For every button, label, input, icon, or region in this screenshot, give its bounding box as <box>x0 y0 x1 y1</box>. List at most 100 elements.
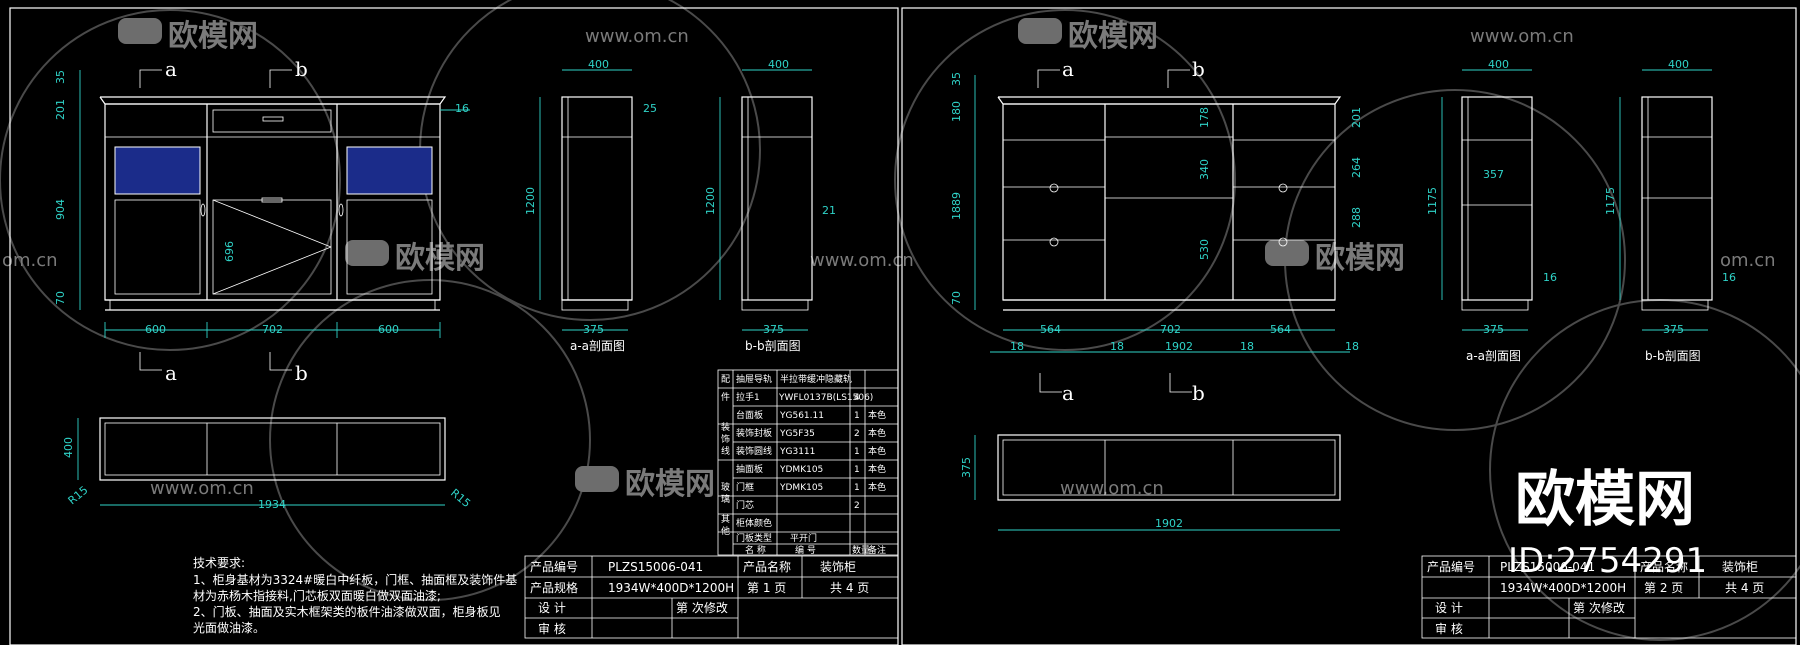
svg-text:拉手1: 拉手1 <box>736 391 760 403</box>
svg-text:璃: 璃 <box>721 493 730 505</box>
svg-text:b: b <box>295 57 308 81</box>
svg-text:PLZS15006-041: PLZS15006-041 <box>608 560 703 574</box>
svg-text:201: 201 <box>54 99 67 120</box>
svg-text:饰: 饰 <box>721 433 730 445</box>
svg-text:1934W*400D*1200H: 1934W*400D*1200H <box>608 581 734 595</box>
brand-id: ID:2754291 <box>1508 541 1707 581</box>
svg-text:门框: 门框 <box>736 481 754 493</box>
svg-text:共 4 页: 共 4 页 <box>830 581 869 595</box>
svg-text:件: 件 <box>721 391 730 403</box>
watermark-url: om.cn <box>2 250 58 271</box>
sheet1-tech-notes: 技术要求: 1、柜身基材为3324#暖白中纤板，门框、抽面框及装饰件基 材为赤杨… <box>193 556 517 635</box>
watermark-url: www.om.cn <box>1470 26 1574 47</box>
svg-text:1200: 1200 <box>524 187 537 215</box>
svg-text:装饰封板: 装饰封板 <box>736 427 772 439</box>
svg-text:线: 线 <box>721 445 730 457</box>
svg-text:a: a <box>165 57 177 81</box>
svg-text:b-b剖面图: b-b剖面图 <box>1645 349 1701 363</box>
svg-text:a: a <box>165 361 177 385</box>
svg-text:600: 600 <box>378 323 399 336</box>
svg-text:本色: 本色 <box>868 445 886 457</box>
svg-text:共 4 页: 共 4 页 <box>1725 581 1764 595</box>
glass-panel-right <box>346 146 433 195</box>
sheet2-front-elevation <box>997 96 1342 311</box>
svg-text:400: 400 <box>1488 58 1509 71</box>
svg-text:本色: 本色 <box>868 427 886 439</box>
svg-text:名 称: 名 称 <box>745 544 766 556</box>
svg-text:357: 357 <box>1483 168 1504 181</box>
svg-text:技术要求:: 技术要求: <box>193 556 245 570</box>
svg-text:b-b剖面图: b-b剖面图 <box>745 339 801 353</box>
svg-text:264: 264 <box>1350 157 1363 178</box>
svg-text:审 核: 审 核 <box>538 621 566 636</box>
watermark-url: om.cn <box>1720 250 1776 271</box>
svg-text:1889: 1889 <box>950 192 963 220</box>
svg-text:本色: 本色 <box>868 481 886 493</box>
svg-text:产品名称: 产品名称 <box>1640 559 1688 574</box>
svg-text:18: 18 <box>1345 340 1359 353</box>
svg-text:375: 375 <box>1483 323 1504 336</box>
svg-text:门芯: 门芯 <box>736 499 754 511</box>
svg-text:光面做油漆。: 光面做油漆。 <box>193 620 265 635</box>
sheet1-front-elevation <box>99 96 447 311</box>
svg-text:a: a <box>1062 57 1074 81</box>
svg-text:375: 375 <box>763 323 784 336</box>
svg-text:第 1 页: 第 1 页 <box>747 581 786 595</box>
svg-text:1: 1 <box>854 411 860 421</box>
svg-text:1902: 1902 <box>1165 340 1193 353</box>
svg-text:600: 600 <box>145 323 166 336</box>
svg-text:1: 1 <box>854 483 860 493</box>
svg-text:375: 375 <box>583 323 604 336</box>
svg-text:904: 904 <box>54 199 67 220</box>
svg-text:本色: 本色 <box>868 409 886 421</box>
watermark-text: 欧模网 <box>168 19 258 54</box>
sheet1-plan-view: 400 1934 R15 R15 <box>62 417 473 511</box>
svg-text:审 核: 审 核 <box>1435 621 1463 636</box>
svg-text:375: 375 <box>960 457 973 478</box>
sheet1-section-aa: 400 1200 25 375 a-a剖面图 <box>524 58 657 353</box>
svg-text:288: 288 <box>1350 207 1363 228</box>
sheet1-parts-table: 配 件 装 饰 线 玻 璃 其 他 抽屉导轨 半拉带缓冲隐藏轨 拉手1 YWFL… <box>717 369 899 556</box>
svg-text:门板类型: 门板类型 <box>736 532 772 544</box>
sheet2-section-markers: a b a b <box>1037 57 1205 405</box>
svg-text:YG3111: YG3111 <box>779 447 815 457</box>
svg-text:1175: 1175 <box>1426 187 1439 215</box>
svg-text:材为赤杨木指接料,门芯板双面暖白做双面油漆;: 材为赤杨木指接料,门芯板双面暖白做双面油漆; <box>193 588 441 603</box>
svg-text:装饰柜: 装饰柜 <box>1722 560 1758 574</box>
svg-text:702: 702 <box>1160 323 1181 336</box>
svg-text:配: 配 <box>721 374 730 385</box>
sheet2-plan-view: 375 1902 <box>960 434 1341 531</box>
svg-text:400: 400 <box>588 58 609 71</box>
svg-text:696: 696 <box>223 241 236 262</box>
svg-text:35: 35 <box>54 70 67 84</box>
sheet1-border <box>9 7 899 645</box>
svg-text:玻: 玻 <box>721 481 730 493</box>
svg-text:抽面板: 抽面板 <box>736 463 763 475</box>
svg-text:18: 18 <box>1240 340 1254 353</box>
svg-text:R15: R15 <box>66 483 91 507</box>
svg-text:其: 其 <box>721 514 730 525</box>
sheet2-title-block: 产品编号 PLZS15006-041 产品名称 装饰柜 1934W*400D*1… <box>1421 555 1797 639</box>
svg-text:564: 564 <box>1270 323 1291 336</box>
watermark-url: www.om.cn <box>1060 478 1164 499</box>
glass-panel-left <box>114 146 201 195</box>
svg-text:400: 400 <box>1668 58 1689 71</box>
svg-text:25: 25 <box>643 102 657 115</box>
svg-text:a: a <box>1062 381 1074 405</box>
svg-text:1934W*400D*1200H: 1934W*400D*1200H <box>1500 581 1626 595</box>
sheet2-section-bb: 400 1175 16 375 b-b剖面图 <box>1604 58 1736 363</box>
svg-text:b: b <box>295 361 308 385</box>
svg-text:2: 2 <box>854 429 860 439</box>
svg-text:1934: 1934 <box>258 498 286 511</box>
svg-text:2: 2 <box>854 501 860 511</box>
svg-text:装饰圆线: 装饰圆线 <box>736 445 772 457</box>
svg-text:b: b <box>1192 57 1205 81</box>
svg-text:375: 375 <box>1663 323 1684 336</box>
svg-text:产品编号: 产品编号 <box>1427 559 1475 574</box>
svg-text:16: 16 <box>1722 271 1736 284</box>
svg-text:400: 400 <box>62 437 75 458</box>
watermark-text: 欧模网 <box>1068 19 1158 54</box>
watermark-url: www.om.cn <box>810 250 914 271</box>
svg-text:第 次修改: 第 次修改 <box>1573 600 1625 615</box>
